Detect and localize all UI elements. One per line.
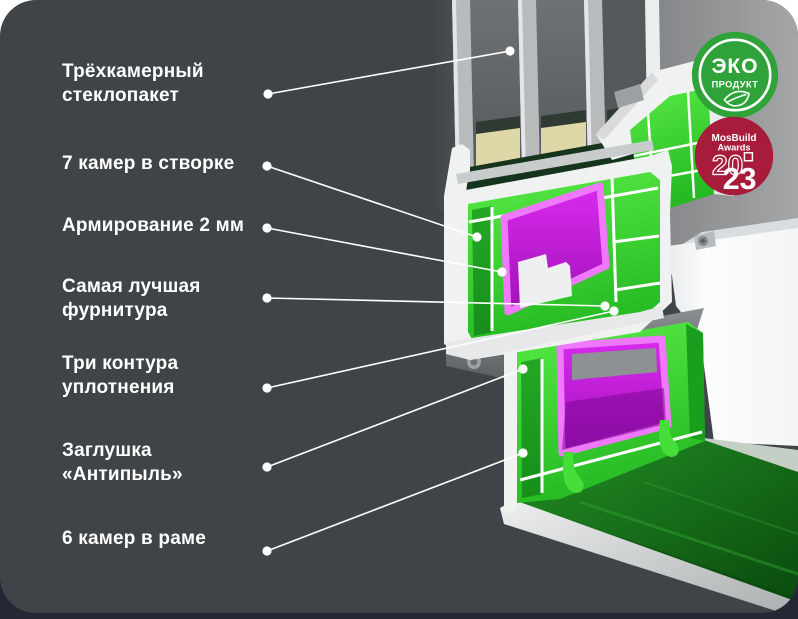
leader-line-dust-plug	[266, 368, 524, 468]
leader-line-seals	[266, 310, 615, 389]
leader-dot-dust-plug	[262, 462, 272, 472]
badge-square-mark	[743, 152, 754, 162]
leader-dot-hardware	[262, 293, 272, 303]
leader-dot-seals	[262, 383, 272, 393]
mosbuild-badge-title: MosBuild	[712, 133, 757, 144]
leader-dot-dust-plug	[518, 364, 528, 374]
frame-cross-section	[504, 322, 705, 515]
leader-dot-frame-chambers	[262, 546, 272, 556]
leader-line-frame-chambers	[266, 452, 524, 552]
mosbuild-year-outline: 20	[712, 149, 743, 180]
eco-badge-subtitle: ПРОДУКТ	[712, 79, 759, 89]
leader-line-hardware	[266, 297, 606, 307]
mosbuild-badge-subtitle: Awards	[717, 142, 750, 152]
leader-line-reinforcement	[266, 227, 503, 273]
leader-dot-glazing	[505, 46, 515, 56]
leader-line-sash-chambers	[266, 165, 478, 238]
leader-dot-hardware	[600, 301, 610, 311]
leader-dot-reinforcement	[262, 223, 272, 233]
leader-dot-seals	[609, 306, 619, 316]
mosbuild-award-badge: MosBuild Awards 20 23	[694, 116, 774, 196]
frame-white-face	[668, 228, 798, 446]
leader-dot-sash-chambers	[472, 232, 482, 242]
leader-line-glazing	[267, 50, 511, 95]
sash-cross-section	[444, 140, 672, 360]
leader-dot-frame-chambers	[518, 448, 528, 458]
leader-dot-sash-chambers	[262, 161, 272, 171]
hardware-clip	[694, 231, 716, 250]
leader-dot-reinforcement	[497, 267, 507, 277]
mosbuild-year-solid: 23	[723, 162, 757, 196]
leader-dot-glazing	[263, 89, 273, 99]
leaf-icon	[723, 90, 750, 107]
frame-hook	[659, 420, 679, 457]
eco-badge-title: ЭКО	[712, 55, 759, 78]
frame-hook	[563, 452, 584, 493]
eco-product-badge: ЭКО ПРОДУКТ	[691, 31, 779, 119]
